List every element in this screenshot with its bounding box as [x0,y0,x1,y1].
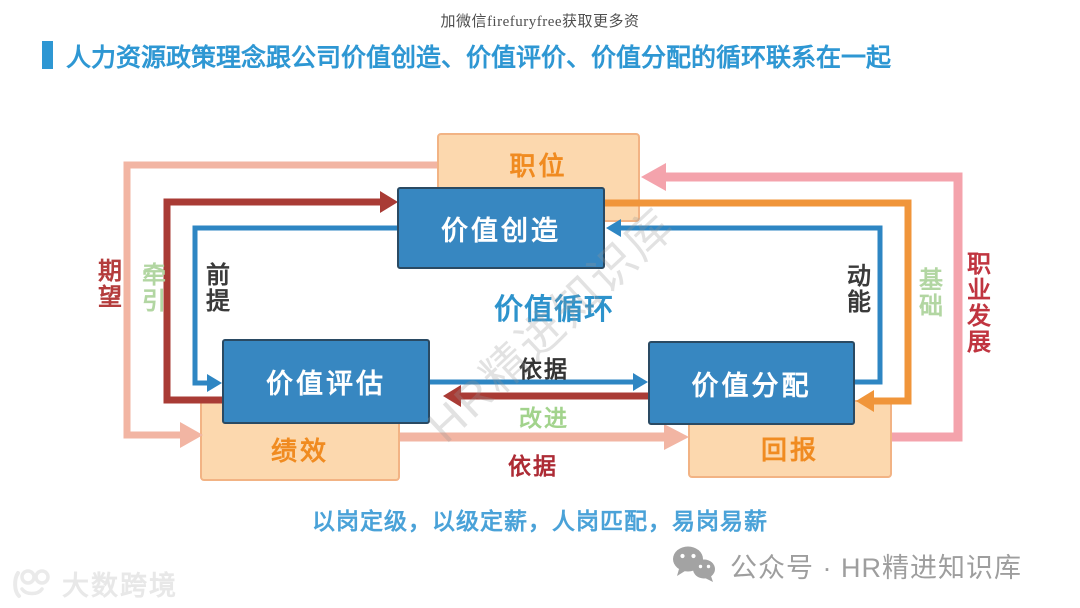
value-creation-box-label: 价值创造 [441,215,561,246]
reward-box-label: 回报 [760,435,819,465]
basis-mid-label: 依据 [519,356,569,382]
page-title: 人力资源政策理念跟公司价值创造、价值评价、价值分配的循环联系在一起 [66,44,892,72]
edge-evaluation-to-distribution-arrowhead [633,373,648,391]
wechat-icon [673,546,715,582]
edge-distribution-to-evaluation-arrowhead [443,385,461,407]
improvement-label: 改进 [519,405,569,431]
value-distribution-box: 价值分配 [648,341,855,425]
footer-note: 以岗定级，以级定薪，人岗匹配，易岗易薪 [312,508,768,534]
position-box-label: 职位 [509,151,568,181]
value-creation-box: 价值创造 [397,187,605,269]
foundation-label: 基础 [919,267,943,320]
basis-bottom-label: 依据 [508,453,558,479]
top-watermark-text: 加微信firefuryfree获取更多资 [440,14,640,30]
value-evaluation-box-label: 价值评估 [266,369,386,399]
performance-box-label: 绩效 [270,436,329,466]
footer-left-logo: 大数跨境 [12,564,178,603]
edge-creation-to-evaluation-arrowhead [207,374,222,392]
edge-reward-to-position-arrowhead [641,163,666,191]
value-evaluation-box: 价值评估 [222,339,430,424]
value-distribution-box-label: 价值分配 [691,370,812,401]
footer-left-logo-text: 大数跨境 [62,571,178,601]
footer-account: 公众号 · HR精进知识库 [671,545,1022,585]
expectation-label: 期望 [98,258,122,311]
title-accent-bar [42,41,53,69]
traction-label: 牵引 [142,262,166,315]
momentum-label: 动能 [847,263,871,316]
value-cycle-label: 价值循环 [494,294,615,326]
premise-label: 前提 [206,262,230,315]
career-development-label: 职业发展 [967,251,991,356]
edge-evaluation-to-creation-arrowhead [380,191,398,213]
logo-100-icon [13,568,50,598]
footer-account-text: 公众号 · HR精进知识库 [730,552,1022,583]
edge-performance-to-reward-arrowhead [664,424,689,450]
